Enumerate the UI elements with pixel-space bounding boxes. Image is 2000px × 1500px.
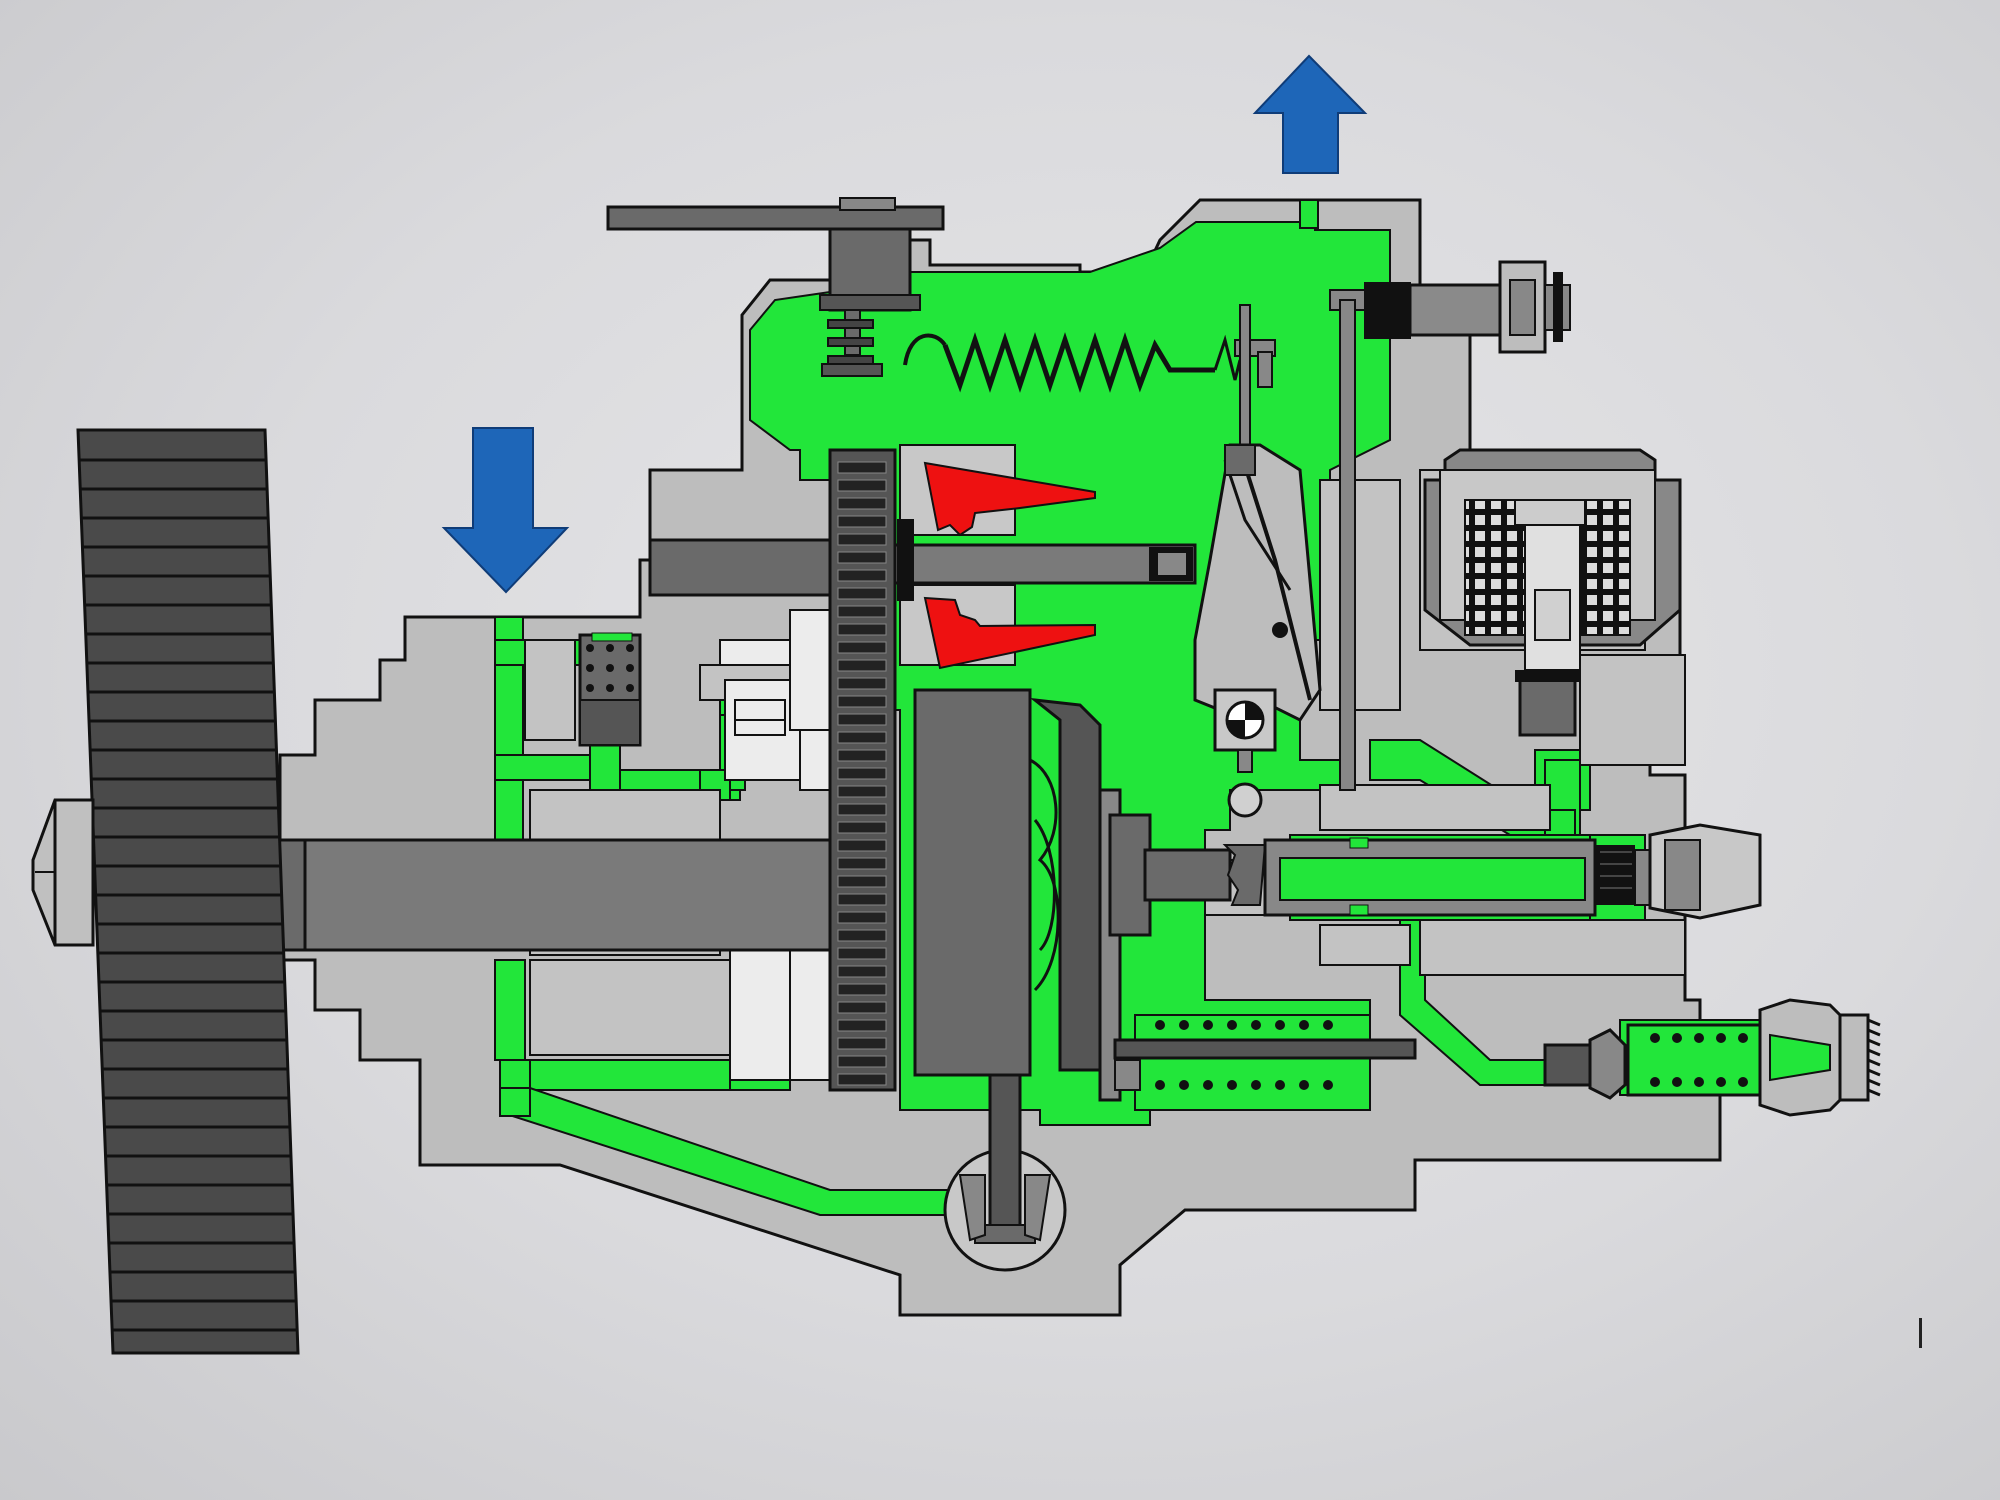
throttle-lever [606,197,945,231]
distributor-plunger [1222,823,1762,920]
inlet-arrow [441,427,570,594]
fuel-shutoff-solenoid [1423,448,1682,737]
timing-device [1113,1014,1417,1111]
pump-base [943,1073,1067,1272]
governor-drive-gear [828,448,897,1092]
governor-linkage [1193,289,1376,818]
cursor-marker [1919,1318,1922,1348]
governor-flyweights [923,461,1096,670]
light-parts [719,609,851,1081]
outlet-fitting [1838,1013,1870,1102]
shaft-nut [31,798,95,947]
transfer-pump [578,632,642,747]
governor-shaft [648,538,1197,597]
full-load-screw [1364,260,1571,354]
spring-coil [942,332,1215,393]
outlet-arrow [1252,54,1368,174]
governor-spring [819,213,1276,393]
drive-gear [76,428,300,1355]
delivery-valve [1543,998,1881,1117]
cam-plate [913,688,1232,1102]
drive-shaft [273,838,832,952]
